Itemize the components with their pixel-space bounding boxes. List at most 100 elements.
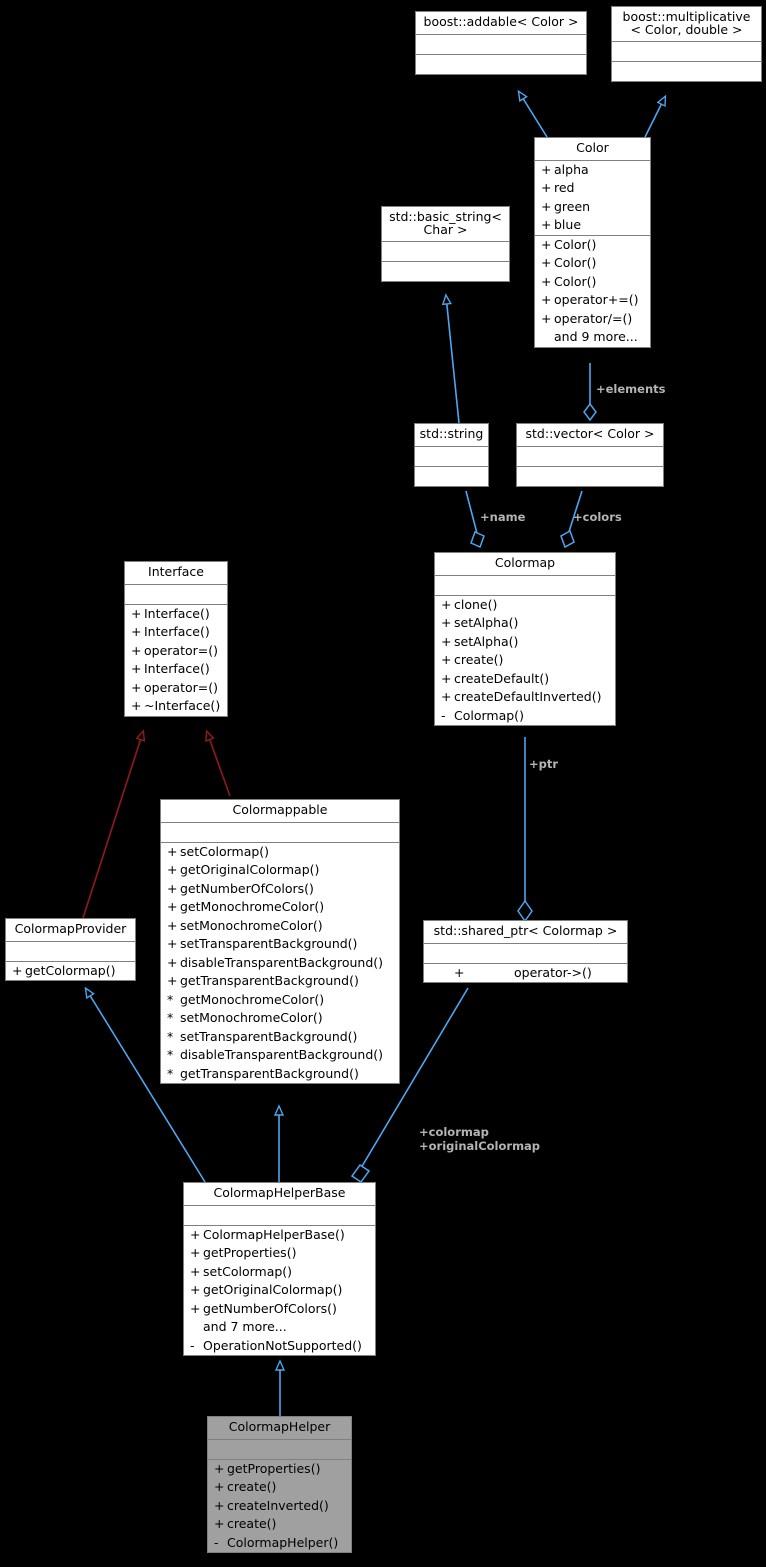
member-name: setMonochromeColor() [180, 917, 323, 933]
class-member-row: +getColormap() [6, 962, 135, 981]
visibility-marker: + [167, 862, 178, 877]
class-member-row: and 9 more... [535, 328, 650, 347]
visibility-marker: + [190, 1282, 201, 1297]
member-name: getOriginalColormap() [180, 862, 320, 877]
class-operations: +getColormap() [6, 962, 135, 981]
member-name: operator->() [514, 964, 592, 980]
class-member-row: +getOriginalColormap() [161, 861, 399, 880]
class-operations: +setColormap() +getOriginalColormap() +g… [161, 843, 399, 1084]
class-member-row: +operator->() [424, 964, 627, 983]
class-member-row: +getMonochromeColor() [161, 898, 399, 917]
class-member-row: +disableTransparentBackground() [161, 954, 399, 973]
visibility-marker: + [541, 236, 552, 252]
class-operations: +clone() +setAlpha() +setAlpha() +create… [435, 596, 615, 726]
class-box-interface[interactable]: Interface +Interface() +Interface() +ope… [124, 561, 228, 717]
visibility-marker: + [131, 661, 142, 676]
member-name: getNumberOfColors() [203, 1300, 337, 1316]
class-member-row: +operator+=() [535, 291, 650, 310]
class-box-boost-addable[interactable]: boost::addable< Color > [415, 11, 587, 75]
class-box-colormap-provider[interactable]: ColormapProvider +getColormap() [5, 918, 136, 981]
class-attributes [517, 447, 663, 467]
visibility-marker: * [167, 1065, 174, 1081]
class-member-row: +Color() [535, 254, 650, 273]
visibility-marker: + [541, 255, 552, 270]
visibility-marker: + [441, 689, 452, 704]
class-member-row: +alpha [535, 161, 650, 180]
visibility-marker: + [441, 670, 452, 686]
member-name: alpha [554, 161, 589, 177]
visibility-marker: + [190, 1245, 201, 1260]
class-member-row: +Interface() [125, 623, 227, 642]
member-name: setAlpha() [454, 633, 519, 649]
class-box-colormap-helper-base[interactable]: ColormapHelperBase +ColormapHelperBase()… [183, 1182, 376, 1356]
class-box-colormap[interactable]: Colormap +clone() +setAlpha() +setAlpha(… [434, 552, 616, 726]
edge-colormapprovider-to-interface [82, 732, 143, 919]
class-member-row: * getTransparentBackground() [161, 1065, 399, 1084]
class-attributes [161, 823, 399, 843]
edge-color-to-boost-addable [519, 92, 548, 138]
class-attributes [184, 1206, 375, 1226]
visibility-marker: + [190, 1226, 201, 1242]
class-box-color[interactable]: Color +alpha +red +green +blue +Color() … [534, 137, 651, 348]
member-name: ColormapHelperBase() [203, 1226, 345, 1242]
class-box-basic-string[interactable]: std::basic_string< Char > [381, 206, 510, 282]
member-name: clone() [454, 596, 498, 612]
edge-label-ptr: +ptr [529, 757, 559, 771]
class-title: boost::addable< Color > [416, 12, 586, 35]
class-box-boost-multiplicative[interactable]: boost::multiplicative < Color, double > [611, 6, 762, 82]
member-name: setColormap() [180, 843, 270, 859]
member-name: Interface() [144, 661, 210, 676]
class-member-row: +operator=() [125, 679, 227, 698]
class-operations: +Color() +Color() +Color() +operator+=()… [535, 236, 650, 347]
visibility-marker: + [167, 973, 178, 988]
member-name: getTransparentBackground() [180, 1065, 359, 1081]
edge-label-name: +name [480, 510, 526, 524]
visibility-marker: + [541, 217, 552, 232]
class-operations: +operator->() [424, 964, 627, 983]
visibility-marker: + [541, 273, 552, 289]
visibility-marker: + [441, 615, 452, 630]
visibility-marker: + [541, 310, 552, 326]
class-member-row: +createInverted() [208, 1497, 351, 1516]
class-box-colormap-helper[interactable]: ColormapHelper +getProperties() +create(… [207, 1416, 352, 1553]
class-title: ColormapHelperBase [184, 1183, 375, 1206]
member-name: getTransparentBackground() [180, 973, 359, 988]
class-box-std-string[interactable]: std::string [414, 423, 489, 487]
member-name: blue [554, 217, 582, 232]
visibility-marker: + [214, 1460, 225, 1476]
member-name: ~Interface() [144, 698, 221, 713]
class-attributes [208, 1440, 351, 1460]
visibility-marker: * [167, 1010, 174, 1025]
class-member-row: +getNumberOfColors() [161, 880, 399, 899]
class-member-row: +getNumberOfColors() [184, 1300, 375, 1319]
edge-label-colors: +colors [573, 510, 622, 524]
member-name: getMonochromeColor() [180, 899, 325, 914]
member-name: Color() [554, 255, 597, 270]
visibility-marker: + [214, 1479, 225, 1494]
class-attributes [435, 576, 615, 596]
class-member-row: +getOriginalColormap() [184, 1281, 375, 1300]
member-name: operator+=() [554, 292, 639, 307]
class-box-shared-ptr-colormap[interactable]: std::shared_ptr< Colormap > +operator->(… [423, 920, 628, 983]
edge-colormappable-to-interface [207, 732, 231, 797]
class-attributes [382, 242, 509, 262]
visibility-marker: + [12, 962, 23, 978]
member-name: setAlpha() [454, 615, 519, 630]
class-member-row: +create() [208, 1515, 351, 1534]
visibility-marker: + [190, 1300, 201, 1316]
member-name: operator=() [144, 642, 218, 658]
visibility-marker: + [167, 917, 178, 933]
visibility-marker: + [167, 880, 178, 896]
edge-label-elements: +elements [596, 382, 666, 396]
class-attributes [424, 944, 627, 964]
class-member-row: *setTransparentBackground() [161, 1028, 399, 1047]
class-box-colormappable[interactable]: Colormappable +setColormap() +getOrigina… [160, 799, 400, 1084]
visibility-marker: + [441, 652, 452, 667]
visibility-marker: * [167, 991, 174, 1007]
class-title: std::shared_ptr< Colormap > [424, 921, 627, 944]
edge-stdstring-to-basicstring [446, 296, 460, 424]
class-box-std-vector-color[interactable]: std::vector< Color > [516, 423, 664, 487]
class-member-row: +setMonochromeColor() [161, 917, 399, 936]
member-name: getOriginalColormap() [203, 1282, 343, 1297]
class-title: std::string [415, 424, 488, 447]
